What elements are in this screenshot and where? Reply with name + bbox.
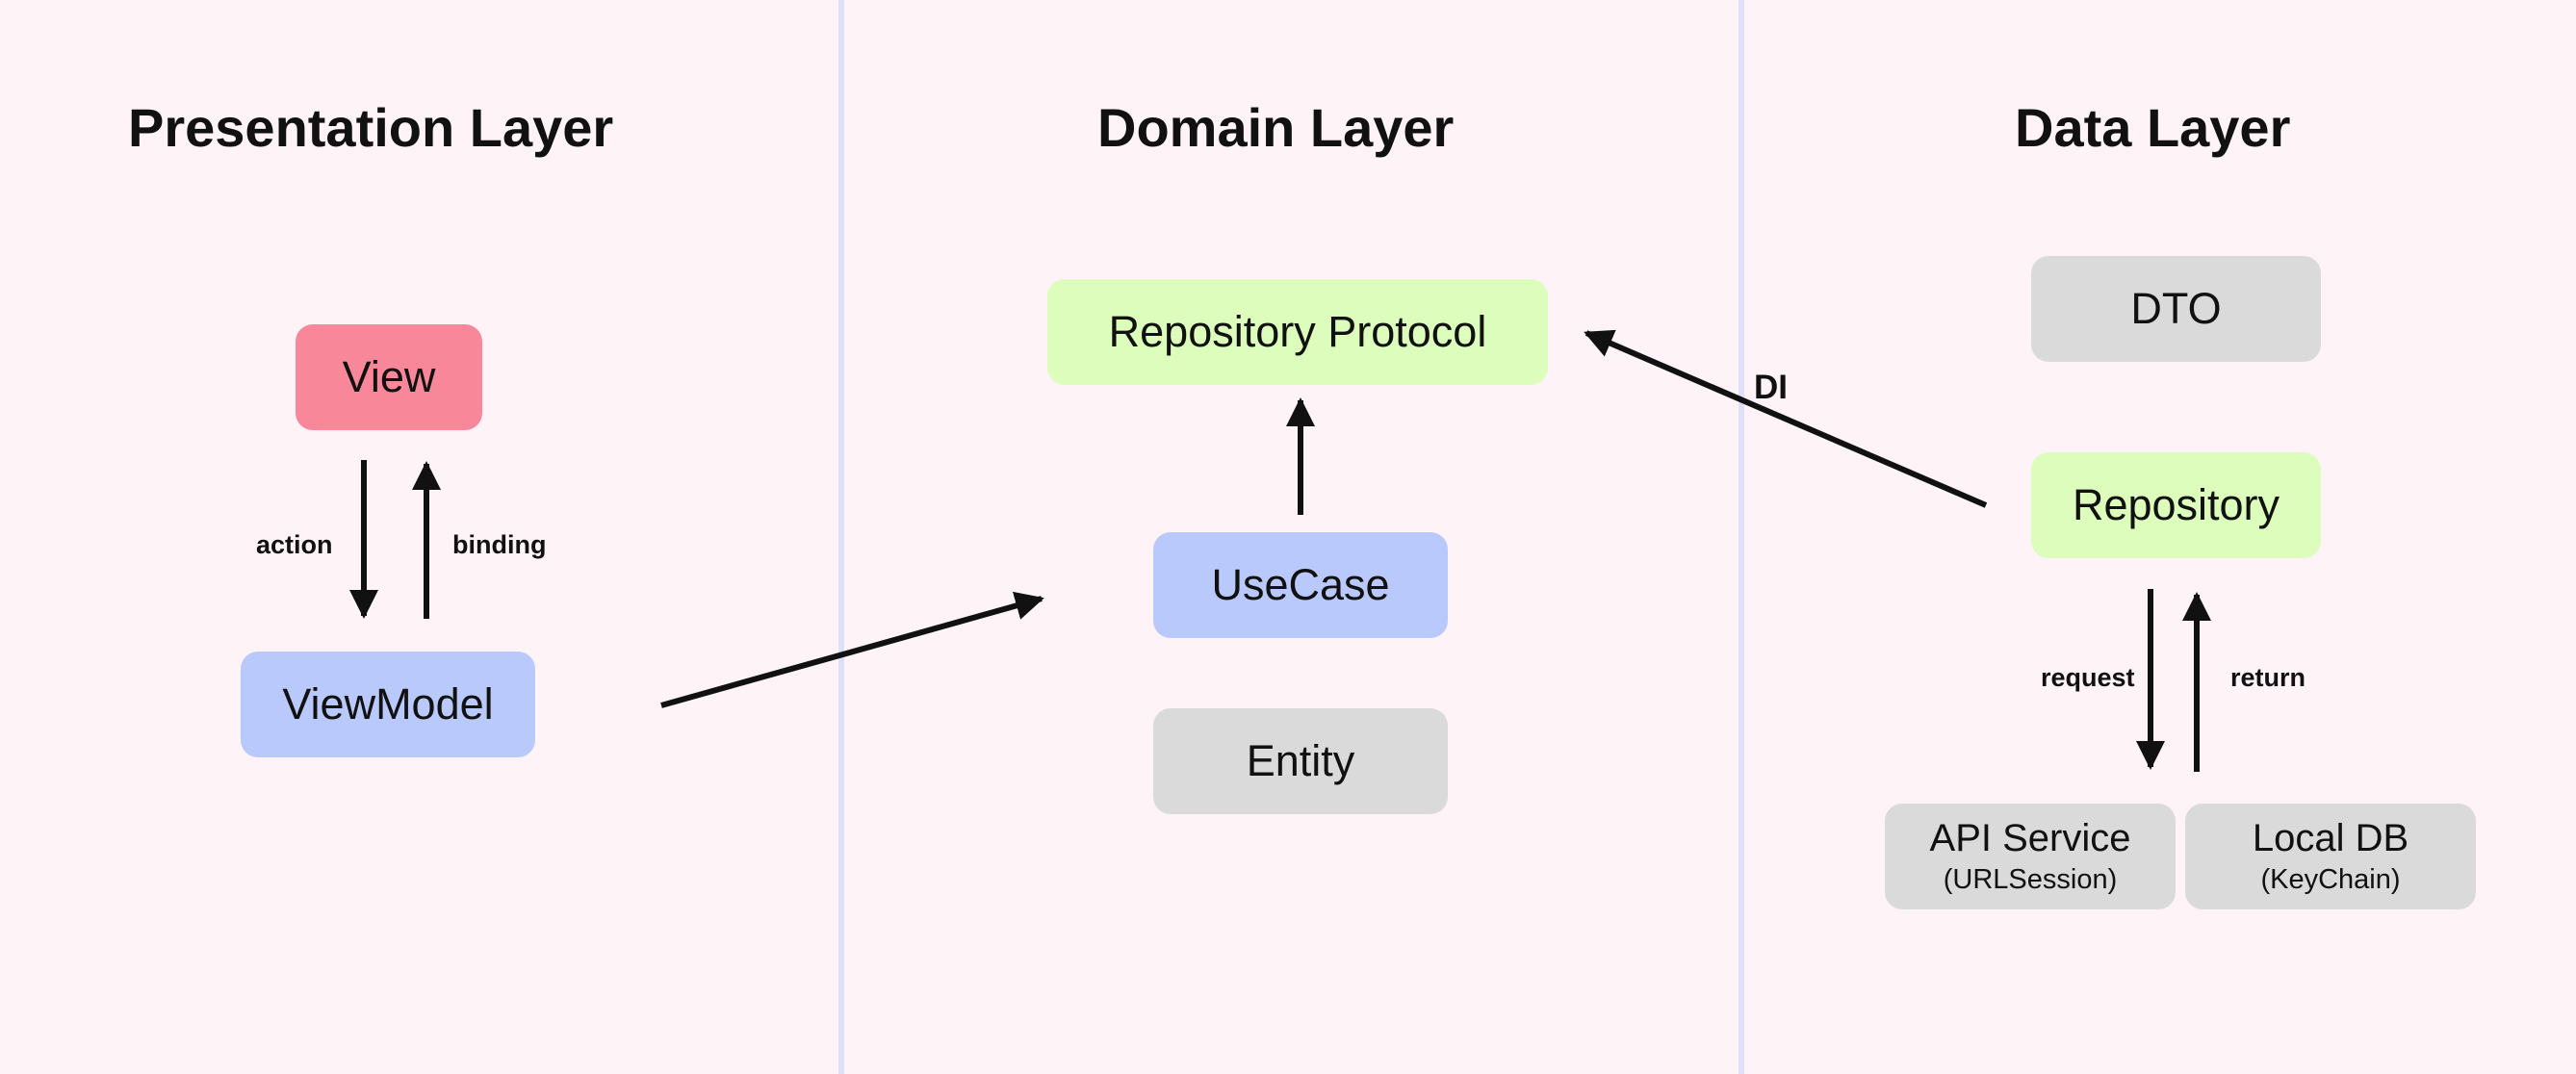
usecase-node: UseCase (1153, 532, 1448, 638)
repository-node: Repository (2031, 452, 2321, 558)
viewmodel-to-usecase-arrow (660, 591, 1044, 708)
viewmodel-node: ViewModel (241, 652, 535, 757)
view-node: View (296, 324, 482, 430)
presentation-layer-title: Presentation Layer (128, 97, 614, 158)
return-label: return (2230, 663, 2306, 692)
di-arrow (1584, 329, 1988, 508)
divider-domain-data (1739, 0, 1744, 1074)
di-label: DI (1754, 369, 1788, 406)
action-label: action (256, 530, 333, 559)
request-label: request (2041, 663, 2135, 692)
dto-node-label: DTO (2130, 284, 2222, 333)
api-service-node-sublabel: (URLSession) (1943, 864, 2118, 895)
divider-presentation-domain (838, 0, 844, 1074)
api-service-node-label: API Service (1929, 817, 2131, 859)
data-layer-title: Data Layer (2015, 97, 2291, 158)
entity-node: Entity (1153, 708, 1448, 814)
repository-protocol-node: Repository Protocol (1047, 279, 1548, 385)
api-service-node: API Service (URLSession) (1885, 804, 2176, 909)
repository-protocol-node-label: Repository Protocol (1108, 307, 1487, 356)
entity-node-label: Entity (1246, 736, 1355, 785)
local-db-node: Local DB (KeyChain) (2185, 804, 2476, 909)
viewmodel-node-label: ViewModel (282, 679, 494, 729)
usecase-node-label: UseCase (1211, 560, 1390, 609)
binding-label: binding (452, 530, 547, 559)
local-db-node-label: Local DB (2252, 817, 2409, 859)
repository-node-label: Repository (2072, 480, 2280, 529)
local-db-node-sublabel: (KeyChain) (2260, 864, 2401, 895)
dto-node: DTO (2031, 256, 2321, 362)
view-node-label: View (342, 352, 436, 401)
domain-layer-title: Domain Layer (1097, 97, 1455, 158)
